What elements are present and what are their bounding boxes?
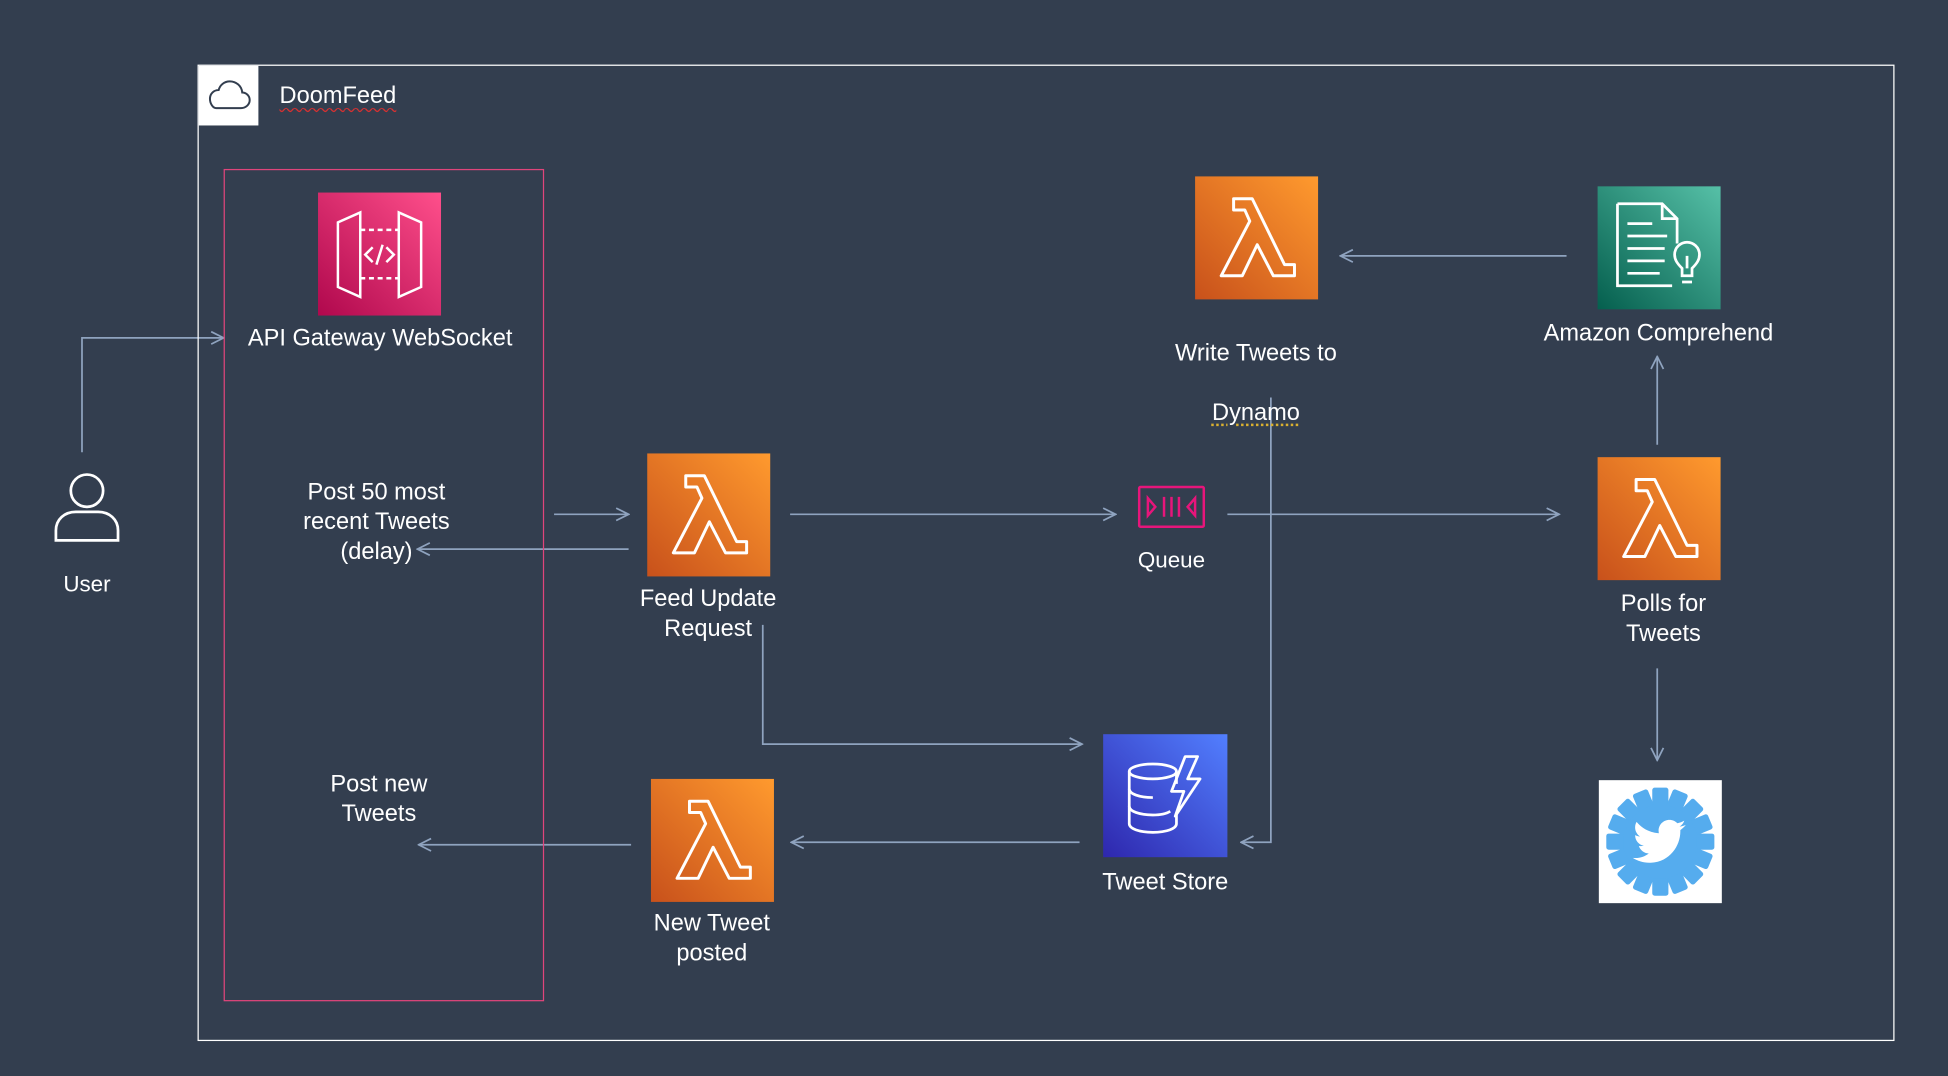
cloud-icon	[198, 65, 259, 126]
post-recent-tweets-label: Post 50 most recent Tweets (delay)	[303, 479, 450, 566]
write-tweets-label-line2: Dynamo	[1212, 400, 1300, 427]
dynamodb-icon[interactable]	[1103, 734, 1228, 858]
comprehend-label: Amazon Comprehend	[1543, 320, 1774, 347]
polls-lambda-icon[interactable]	[1597, 457, 1721, 581]
polls-label: Polls for Tweets	[1620, 591, 1707, 648]
connector-write-tweets-to-tweet-store	[1241, 397, 1272, 843]
api-gateway-group	[223, 168, 545, 1002]
post-new-tweets-label: Post new Tweets	[330, 771, 428, 828]
write-tweets-lambda-icon[interactable]	[1195, 176, 1319, 300]
feed-update-lambda-icon[interactable]	[647, 453, 771, 577]
feed-update-label: Feed Update Request	[639, 586, 777, 643]
tweet-store-label: Tweet Store	[1102, 869, 1229, 896]
group-title: DoomFeed	[279, 83, 397, 110]
twitter-gear-icon[interactable]	[1598, 780, 1722, 904]
new-tweet-lambda-icon[interactable]	[650, 778, 774, 902]
user-icon	[50, 470, 125, 545]
sqs-queue-icon[interactable]	[1137, 483, 1207, 530]
new-tweet-label: New Tweet posted	[653, 910, 770, 967]
comprehend-icon[interactable]	[1597, 186, 1721, 310]
write-tweets-label: Write Tweets to Dynamo	[1144, 309, 1368, 428]
write-tweets-label-line1: Write Tweets to	[1175, 340, 1337, 367]
connector-user-to-api-gateway	[81, 338, 224, 453]
doomfeed-group	[197, 64, 1895, 1042]
connector-feed-update-to-tweet-store	[761, 624, 1082, 744]
user-label: User	[63, 571, 111, 597]
api-gateway-label: API Gateway WebSocket	[247, 325, 513, 352]
queue-label: Queue	[1137, 547, 1206, 573]
api-gateway-icon[interactable]	[318, 192, 442, 316]
